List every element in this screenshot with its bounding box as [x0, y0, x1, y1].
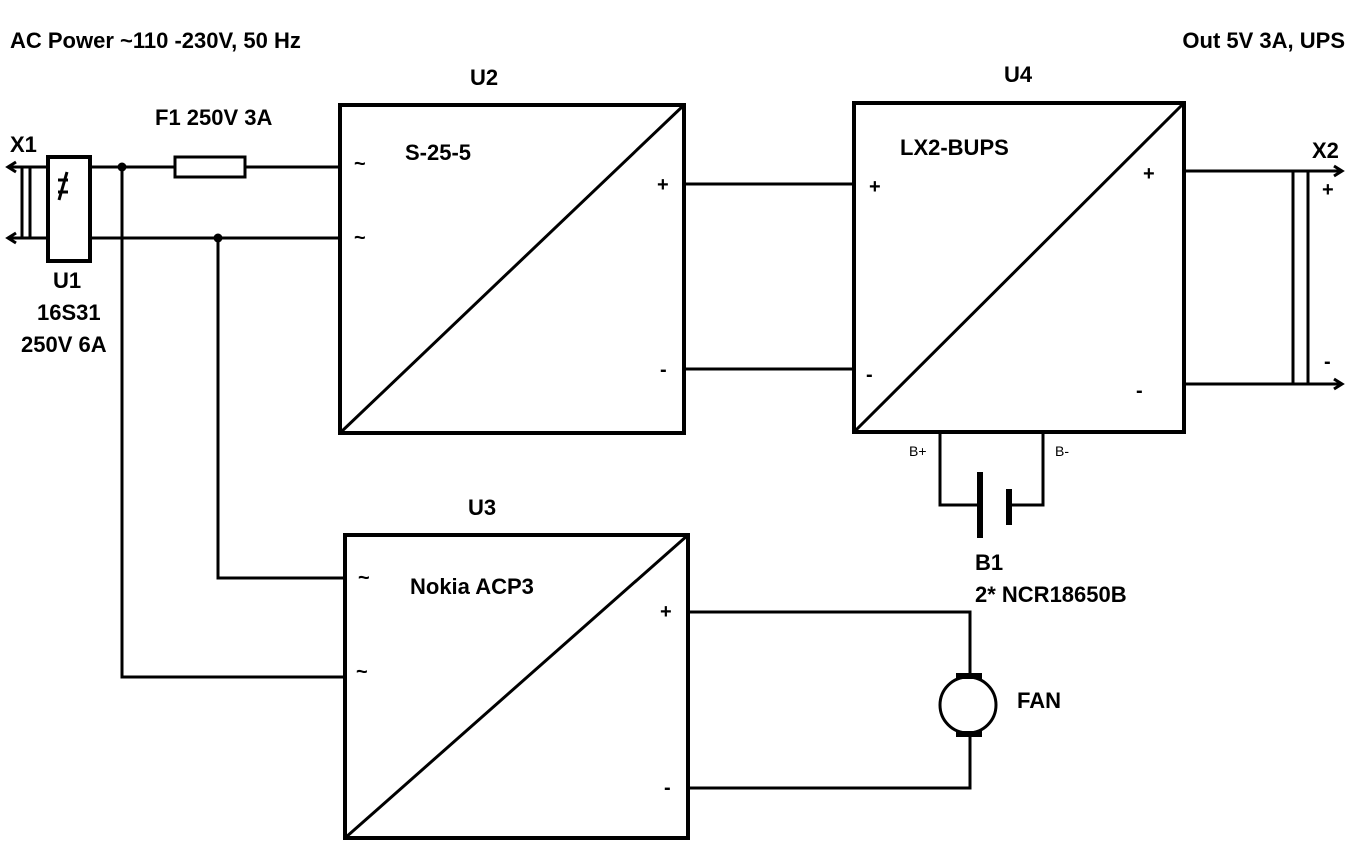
u4-ref: U4 [1004, 62, 1033, 87]
u1-switch [46, 155, 92, 263]
u4-ups-module [852, 101, 1186, 434]
b1-ref: B1 [975, 550, 1003, 575]
u3-pin-ac1: ~ [358, 567, 370, 589]
u4-pin-in-minus: - [866, 364, 873, 386]
u1-rating: 250V 6A [21, 332, 107, 357]
x2-pin-minus: - [1324, 351, 1331, 373]
output-label: Out 5V 3A, UPS [1182, 28, 1345, 53]
u3-pin-minus: - [664, 777, 671, 799]
u2-pin-ac1: ~ [354, 153, 366, 175]
u4-pin-in-plus: + [869, 176, 881, 198]
u4-part: LX2-BUPS [900, 135, 1009, 160]
u2-part: S-25-5 [405, 140, 471, 165]
u1-ref: U1 [53, 268, 81, 293]
x1-connector [5, 160, 48, 245]
u4-pin-bminus: B- [1055, 443, 1069, 459]
u3-pin-plus: + [660, 601, 672, 623]
x1-label: X1 [10, 132, 37, 157]
f1-label: F1 250V 3A [155, 105, 273, 130]
u2-ref: U2 [470, 65, 498, 90]
u2-pin-ac2: ~ [354, 227, 366, 249]
u2-power-supply [338, 103, 686, 435]
u1-part: 16S31 [37, 300, 101, 325]
b1-part: 2* NCR18650B [975, 582, 1127, 607]
u4-pin-out-plus: + [1143, 163, 1155, 185]
u3-charger [343, 533, 690, 840]
input-wiring [90, 162, 345, 679]
fan-motor [938, 673, 998, 737]
u4-pin-out-minus: - [1136, 380, 1143, 402]
x2-connector [1184, 164, 1345, 391]
f1-fuse [173, 155, 247, 179]
x2-pin-plus: + [1322, 179, 1334, 201]
u2-u4-wiring [684, 182, 854, 371]
u3-part: Nokia ACP3 [410, 574, 534, 599]
b1-battery [938, 432, 1045, 538]
u3-pin-ac2: ~ [356, 661, 368, 683]
input-label: AC Power ~110 -230V, 50 Hz [10, 28, 301, 53]
u2-pin-minus: - [660, 359, 667, 381]
u2-pin-plus: + [657, 174, 669, 196]
fan-wiring [688, 610, 972, 790]
x2-label: X2 [1312, 138, 1339, 163]
fan-label: FAN [1017, 688, 1061, 713]
u3-ref: U3 [468, 495, 496, 520]
u4-pin-bplus: B+ [909, 443, 927, 459]
